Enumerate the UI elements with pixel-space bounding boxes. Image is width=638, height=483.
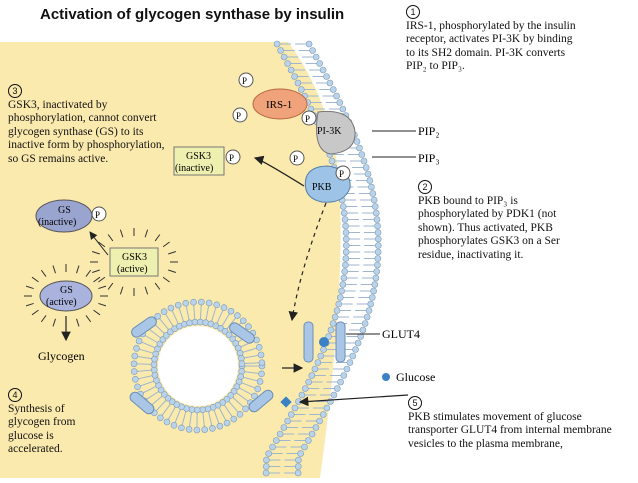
gsk3-active-label-1: GSK3 [122, 252, 147, 263]
glycogen-label: Glycogen [38, 349, 85, 363]
step-number-4: 4 [8, 388, 22, 402]
gs-active-label-1: GS [60, 285, 73, 296]
glucose-icon [382, 373, 390, 381]
irs1-label: IRS-1 [266, 99, 292, 111]
gs-active-label-2: (active) [46, 297, 77, 308]
diagram-title: Activation of glycogen synthase by insul… [40, 6, 344, 23]
step-1-text: IRS-1, phosphorylated by the insulin rec… [406, 20, 576, 73]
glut4-label: GLUT4 [382, 327, 420, 341]
pip2-label: PIP₂ [418, 124, 440, 138]
gsk3-inactive-label-2: (inactive) [175, 163, 213, 174]
phosphate-label: P [242, 76, 247, 86]
step-4-note: 4 Synthesis of glycogen from glucose is … [8, 388, 104, 457]
step-4-text: Synthesis of glycogen from glucose is ac… [8, 403, 75, 456]
step-5-text: PKB stimulates movement of glucose trans… [408, 411, 612, 450]
step-2-text: PKB bound to PIP₃ is phosphorylated by P… [418, 195, 560, 261]
phosphate-label: P [236, 111, 241, 121]
phosphate-label: P [95, 210, 100, 220]
gsk3-inactive-label-1: GSK3 [186, 151, 211, 162]
phosphate-label: P [293, 154, 298, 164]
step-5-note: 5 PKB stimulates movement of glucose tra… [408, 396, 618, 451]
pkb-label: PKB [312, 182, 332, 193]
step-2-note: 2 PKB bound to PIP₃ is phosphorylated by… [418, 180, 568, 262]
glucose-label: Glucose [396, 370, 435, 384]
gsk3-active-label-2: (active) [117, 264, 148, 275]
pi3k-label: PI-3K [317, 126, 342, 137]
step-1-note: 1 IRS-1, phosphorylated by the insulin r… [406, 5, 576, 74]
step-number-5: 5 [408, 396, 422, 410]
step-number-3: 3 [8, 84, 22, 98]
step-3-text: GSK3, inactivated by phosphorylation, ca… [8, 99, 165, 165]
phosphate-label: P [339, 169, 344, 179]
pip3-label: PIP₃ [418, 151, 440, 165]
step-number-1: 1 [406, 5, 420, 19]
gs-inactive-label-2: (inactive) [38, 217, 76, 228]
gs-inactive-label-1: GS [58, 205, 71, 216]
step-3-note: 3 GSK3, inactivated by phosphorylation, … [8, 84, 176, 166]
step-number-2: 2 [418, 180, 432, 194]
phosphate-label: P [305, 114, 310, 124]
phosphate-label: P [229, 153, 234, 163]
